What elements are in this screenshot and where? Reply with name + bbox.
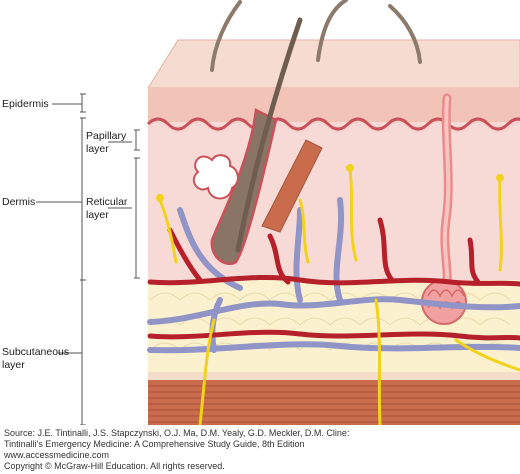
arrector-pili-muscle	[261, 139, 323, 233]
credit-source-line: Source: J.E. Tintinalli, J.S. Stapczynsk…	[4, 428, 350, 438]
dermal-epidermal-junction	[146, 117, 520, 131]
nerve-ending-1	[346, 164, 354, 172]
label-papillary-layer-line2: layer	[86, 143, 109, 155]
vein-network	[147, 197, 520, 354]
nerve-ending-2	[496, 174, 504, 182]
credit-copyright-line: Copyright © McGraw-Hill Education. All r…	[4, 461, 225, 471]
fascia-band	[148, 372, 520, 380]
dermal-epidermal-junction-inner	[147, 121, 520, 133]
muscle-fibers	[148, 385, 520, 423]
dermis-region	[148, 122, 520, 280]
label-epidermis: Epidermis	[2, 98, 49, 110]
hair-shaft-3	[388, 4, 422, 64]
epidermis-band	[148, 88, 520, 122]
label-subcutaneous-layer-line1: Subcutaneous	[2, 346, 70, 358]
nerve-ending-3	[156, 194, 164, 202]
credit-url-line: www.accessmedicine.com	[4, 450, 110, 460]
sweat-duct-core	[442, 96, 451, 292]
skin-cross-section-diagram	[36, 0, 520, 425]
hair-main-shaft	[235, 17, 303, 253]
hair-shaft-2	[316, 0, 348, 62]
source-credit: Source: J.E. Tintinalli, J.S. Stapczynsk…	[4, 428, 516, 472]
sebaceous-gland	[192, 154, 239, 200]
hair-shaft-1	[210, 0, 242, 72]
skin-surface-top	[147, 39, 520, 89]
muscle-layer	[148, 380, 520, 425]
label-subcutaneous-layer-line2: layer	[2, 359, 25, 371]
label-reticular-layer-line2: layer	[86, 209, 109, 221]
nerve-network	[158, 168, 520, 425]
artery-network	[147, 217, 520, 341]
credit-title-line: Tintinalli's Emergency Medicine: A Compr…	[4, 439, 305, 449]
label-papillary-layer-line1: Papillary	[86, 130, 127, 142]
label-reticular-layer-line1: Reticular	[86, 196, 128, 208]
label-brackets	[36, 93, 140, 425]
label-dermis: Dermis	[2, 196, 36, 208]
